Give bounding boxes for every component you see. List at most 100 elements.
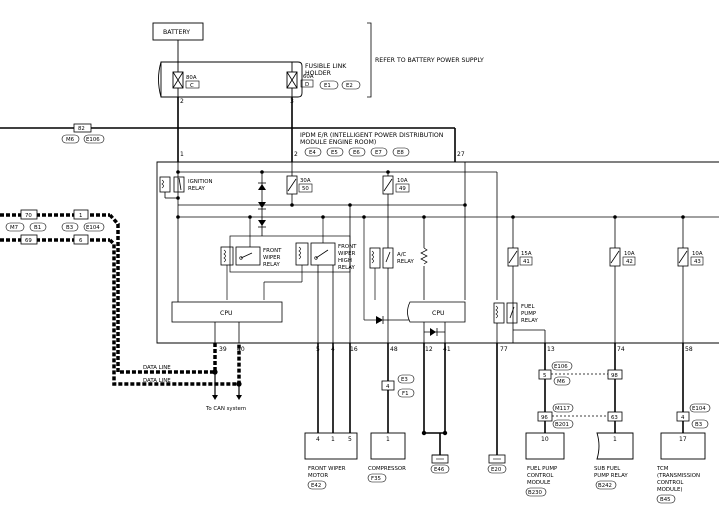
svg-text:42: 42 xyxy=(626,259,633,265)
ac-relay xyxy=(369,247,394,269)
svg-text:E104: E104 xyxy=(86,225,100,231)
svg-text:PUMP RELAY: PUMP RELAY xyxy=(594,473,628,479)
svg-text:FRONT WIPER: FRONT WIPER xyxy=(308,466,346,472)
svg-text:E3: E3 xyxy=(401,377,408,383)
svg-text:10A: 10A xyxy=(397,178,408,184)
fuse-43 xyxy=(677,217,689,343)
svg-text:43: 43 xyxy=(694,259,701,265)
svg-text:RELAY: RELAY xyxy=(188,186,206,192)
ipdm-title: IPDM E/R (INTELLIGENT POWER DISTRIBUTION xyxy=(300,132,444,139)
svg-text:E1: E1 xyxy=(324,83,331,89)
svg-text:E7: E7 xyxy=(375,150,382,156)
svg-text:MODULE ENGINE ROOM): MODULE ENGINE ROOM) xyxy=(300,139,376,146)
svg-text:30A: 30A xyxy=(300,178,311,184)
svg-text:63: 63 xyxy=(611,415,618,421)
svg-text:98: 98 xyxy=(611,373,618,379)
can-wiring xyxy=(0,213,242,400)
svg-text:49: 49 xyxy=(399,186,406,192)
svg-text:MOTOR: MOTOR xyxy=(308,473,328,479)
svg-text:F35: F35 xyxy=(371,476,381,482)
svg-text:58: 58 xyxy=(685,346,693,353)
svg-text:E106: E106 xyxy=(554,364,568,370)
svg-text:15A: 15A xyxy=(521,251,532,257)
svg-text:39: 39 xyxy=(219,346,227,353)
fusible-link-box xyxy=(160,61,303,98)
svg-text:B45: B45 xyxy=(660,497,671,503)
cpu-1 xyxy=(171,301,283,323)
svg-text:1: 1 xyxy=(386,436,390,443)
svg-text:RELAY: RELAY xyxy=(521,318,539,324)
svg-text:C: C xyxy=(190,83,194,89)
svg-text:10A: 10A xyxy=(692,251,703,257)
data-line-2: DATA LINE xyxy=(143,378,171,384)
cpu-2 xyxy=(407,301,466,323)
svg-text:69: 69 xyxy=(25,238,32,244)
svg-text:TCM: TCM xyxy=(656,466,669,472)
svg-text:1: 1 xyxy=(79,213,82,219)
svg-text:E8: E8 xyxy=(397,150,404,156)
battery-label: BATTERY xyxy=(163,29,190,36)
svg-text:CPU: CPU xyxy=(432,310,445,317)
fuel-pump-control-module-box xyxy=(525,432,565,460)
svg-text:(TRANSMISSION: (TRANSMISSION xyxy=(657,473,700,479)
svg-text:E46: E46 xyxy=(434,467,445,473)
sub-fuel-pump-relay-box xyxy=(596,432,634,460)
svg-text:1: 1 xyxy=(180,151,184,158)
tcm-box xyxy=(660,432,706,460)
svg-text:WIPER: WIPER xyxy=(263,255,281,261)
svg-text:1: 1 xyxy=(331,436,335,443)
svg-text:SUB FUEL: SUB FUEL xyxy=(594,466,620,472)
svg-text:10A: 10A xyxy=(624,251,635,257)
to-can-system: To CAN system xyxy=(205,406,246,412)
svg-text:WIPER: WIPER xyxy=(338,251,356,257)
svg-text:CONTROL: CONTROL xyxy=(527,473,553,479)
svg-text:FRONT: FRONT xyxy=(338,244,357,250)
svg-text:E6: E6 xyxy=(353,150,360,156)
fuse-42 xyxy=(609,217,621,343)
fuel-pump-relay xyxy=(493,302,518,324)
ipdm-bottom-pins: 39 40 5 4 16 48 12 41 77 13 74 58 xyxy=(219,346,693,353)
svg-text:IGNITION: IGNITION xyxy=(188,179,213,185)
svg-text:D: D xyxy=(305,82,309,88)
svg-text:M117: M117 xyxy=(555,406,570,412)
svg-text:5: 5 xyxy=(348,436,352,443)
svg-text:41: 41 xyxy=(443,346,451,353)
svg-text:E104: E104 xyxy=(692,406,706,412)
svg-text:FRONT: FRONT xyxy=(263,248,282,254)
junction-dots xyxy=(176,170,685,219)
svg-text:M6: M6 xyxy=(66,137,75,143)
svg-text:5: 5 xyxy=(543,373,546,379)
svg-text:4: 4 xyxy=(681,415,685,421)
front-wiper-high-relay xyxy=(295,242,336,266)
fuse-41 xyxy=(507,217,519,343)
svg-text:17: 17 xyxy=(679,436,687,443)
resistor xyxy=(420,247,428,265)
svg-text:27: 27 xyxy=(457,151,465,158)
svg-text:6: 6 xyxy=(79,238,83,244)
svg-text:M6: M6 xyxy=(557,379,566,385)
svg-text:E20: E20 xyxy=(491,467,502,473)
svg-text:48: 48 xyxy=(390,346,398,353)
svg-text:E5: E5 xyxy=(331,150,338,156)
svg-text:77: 77 xyxy=(500,346,508,353)
svg-text:A/C: A/C xyxy=(397,252,407,258)
svg-text:70: 70 xyxy=(25,213,32,219)
svg-text:E4: E4 xyxy=(309,150,316,156)
svg-text:B1: B1 xyxy=(34,225,41,231)
svg-text:CPU: CPU xyxy=(220,310,233,317)
fuse-49 xyxy=(382,175,394,195)
svg-text:HIGH: HIGH xyxy=(338,258,352,264)
diode-stack xyxy=(258,172,266,236)
svg-text:B3: B3 xyxy=(66,225,73,231)
data-line-1: DATA LINE xyxy=(143,365,171,371)
svg-text:50: 50 xyxy=(302,186,309,192)
svg-text:60A: 60A xyxy=(303,74,314,80)
svg-text:80A: 80A xyxy=(186,75,197,81)
svg-text:2: 2 xyxy=(180,98,184,105)
svg-text:16: 16 xyxy=(350,346,358,353)
svg-text:41: 41 xyxy=(523,259,530,265)
svg-text:MODULE: MODULE xyxy=(527,480,551,486)
svg-text:B3: B3 xyxy=(695,422,702,428)
svg-text:B201: B201 xyxy=(555,422,569,428)
ipdm-connectors: E4 E5 E6 E7 E8 xyxy=(304,147,410,157)
